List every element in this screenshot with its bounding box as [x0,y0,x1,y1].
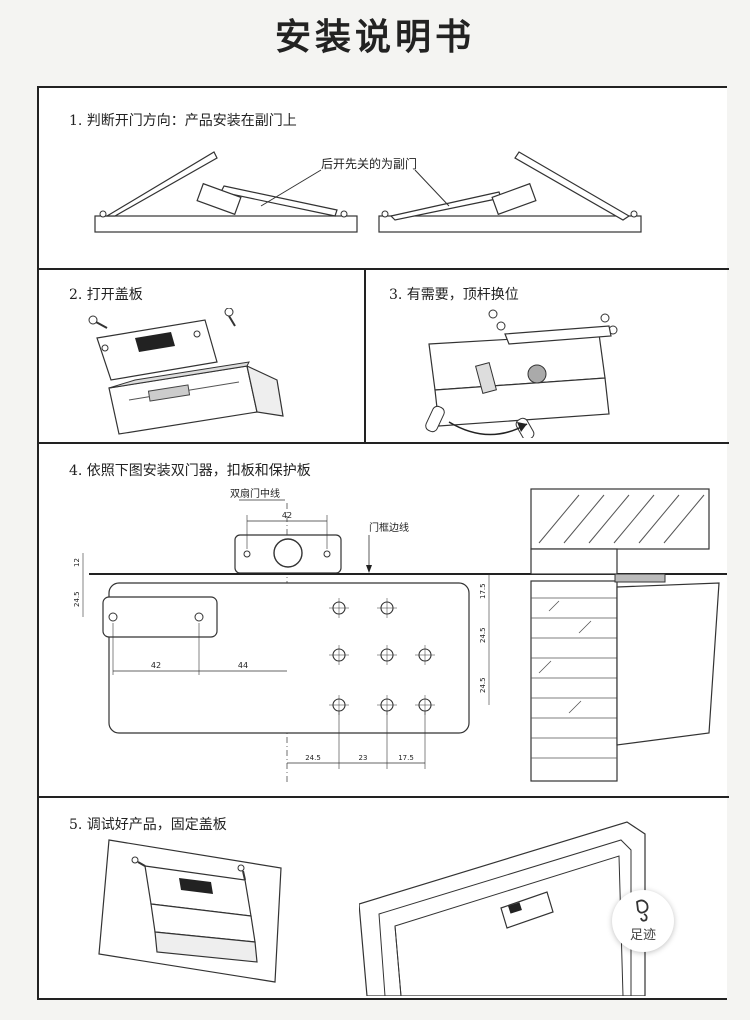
step-5-label: 5. 调试好产品，固定盖板 [69,817,227,833]
push-rod-swap-illustration [425,309,618,438]
dimension-label: 12 [73,558,81,567]
screw-icon [88,315,108,329]
divider [39,796,729,798]
screw-icon [131,856,146,867]
screw-icon [488,309,506,331]
divider [39,442,729,444]
step-4-label: 4. 依照下图安装双门器，扣板和保护板 [69,463,311,479]
dimension-label: 44 [238,661,248,670]
dimension-label: 17.5 [398,754,414,762]
dimension-label: 42 [282,511,292,520]
dimension-label: 24.5 [305,754,321,762]
screw-icon [224,308,236,327]
screw-icon [237,864,246,881]
footprint-label: 足迹 [629,928,656,943]
footprint-icon [636,899,649,922]
dimension-label: 23 [359,754,368,762]
step-3-label: 3. 有需要，顶杆换位 [389,287,519,303]
open-cover-illustration [88,308,284,435]
mounted-door-illustration [359,821,646,996]
center-line-label: 双扇门中线 [230,487,280,500]
footprint-button[interactable]: 足迹 [612,890,674,952]
frame-line-label: 门框边线 [369,521,409,534]
fix-cover-illustration [98,839,282,983]
secondary-door-note: 后开先关的为副门 [321,156,417,171]
divider [39,268,729,270]
instruction-sheet: 1. 判断开门方向：产品安装在副门上 后开先关的为副门 2. 打开盖板 [37,86,729,1000]
dimension-label: 24.5 [73,591,81,607]
step-1-label: 1. 判断开门方向：产品安装在副门上 [69,113,297,129]
step-2-label: 2. 打开盖板 [69,287,143,303]
dimension-label: 17.5 [479,583,487,599]
door-direction-diagram: 后开先关的为副门 [94,151,642,233]
installation-dimension-drawing: 双扇门中线 42 门框边线 12 24.5 42 44 [73,487,727,783]
dimension-label: 42 [151,661,161,670]
divider [364,268,366,442]
page-title: 安装说明书 [274,17,475,58]
dimension-label: 24.5 [479,627,487,643]
dimension-label: 24.5 [479,677,487,693]
